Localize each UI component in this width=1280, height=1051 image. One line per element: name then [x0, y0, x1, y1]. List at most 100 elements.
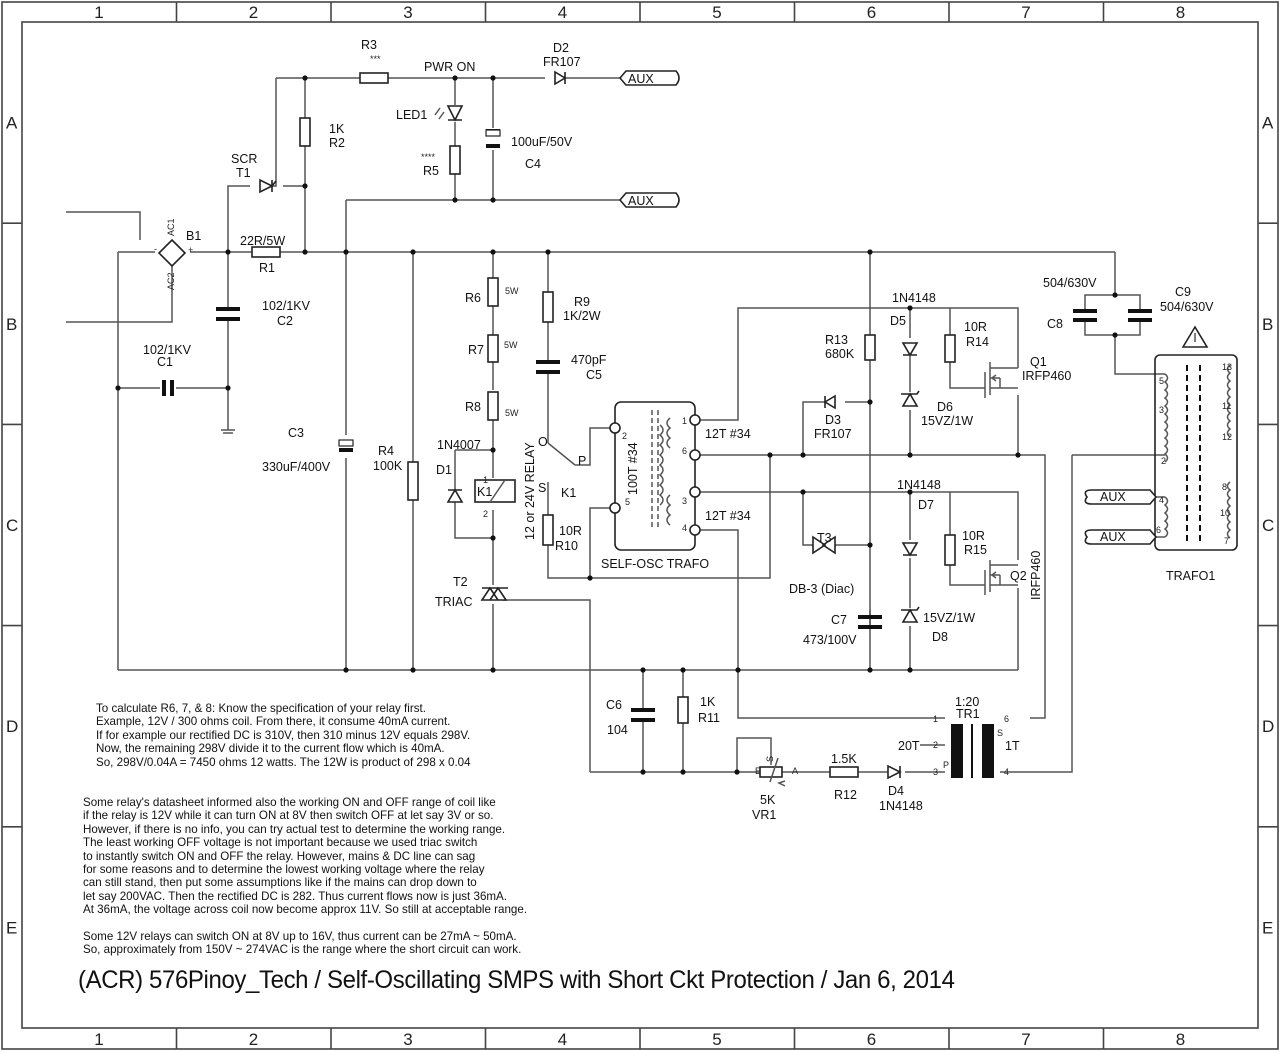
junction-dot — [767, 452, 773, 458]
pot-vr1 — [759, 766, 783, 778]
column-marker: 7 — [1021, 3, 1030, 22]
svg-text:***: *** — [370, 54, 381, 64]
svg-text:C1: C1 — [157, 355, 173, 369]
svg-text:R5: R5 — [423, 164, 439, 178]
svg-text:AC1: AC1 — [166, 218, 176, 236]
svg-text:5W: 5W — [505, 408, 519, 418]
svg-text:T3: T3 — [817, 531, 832, 545]
svg-text:15VZ/1W: 15VZ/1W — [923, 611, 975, 625]
svg-text:T1: T1 — [236, 166, 251, 180]
svg-text:15VZ/1W: 15VZ/1W — [921, 414, 973, 428]
zener-d6 — [901, 390, 920, 407]
drawing-title: (ACR) 576Pinoy_Tech / Self-Oscillating S… — [78, 966, 955, 994]
junction-dot — [302, 75, 308, 81]
svg-text:12T #34: 12T #34 — [705, 509, 751, 523]
mosfet-q1 — [984, 362, 1018, 398]
capacitor-c2 — [216, 307, 240, 321]
svg-text:C8: C8 — [1047, 317, 1063, 331]
svg-text:R13: R13 — [825, 333, 848, 347]
junction-dot — [115, 385, 121, 391]
svg-text:3: 3 — [1159, 405, 1164, 415]
svg-text:10R: 10R — [964, 320, 987, 334]
svg-text:1.5K: 1.5K — [831, 752, 857, 766]
resistor-r8 — [487, 391, 499, 421]
note-switch-range: Some 12V relays can switch ON at 8V up t… — [83, 930, 522, 957]
svg-text:12T #34: 12T #34 — [705, 427, 751, 441]
svg-text:R8: R8 — [465, 400, 481, 414]
junction-dot — [907, 305, 913, 311]
column-marker: 8 — [1176, 1030, 1185, 1049]
column-marker: 4 — [558, 1030, 567, 1049]
svg-text:4: 4 — [1004, 767, 1009, 777]
row-marker: B — [1262, 315, 1273, 334]
svg-text:7: 7 — [1224, 536, 1229, 546]
aux-connector-3: AUX — [1084, 489, 1158, 505]
svg-text:D3: D3 — [825, 413, 841, 427]
scr-t1 — [259, 178, 277, 194]
svg-text:AUX: AUX — [628, 194, 654, 208]
capacitor-c8 — [1073, 309, 1097, 322]
svg-text:5K: 5K — [760, 793, 776, 807]
svg-text:22R/5W: 22R/5W — [240, 234, 285, 248]
resistor-r4 — [407, 461, 419, 501]
diode-d7 — [901, 542, 919, 557]
svg-text:100uF/50V: 100uF/50V — [511, 135, 573, 149]
svg-text:1T: 1T — [1005, 739, 1020, 753]
svg-text:10R: 10R — [559, 524, 582, 538]
junction-dot — [545, 249, 551, 255]
svg-text:3: 3 — [682, 496, 687, 506]
svg-text:C2: C2 — [277, 314, 293, 328]
svg-text:R11: R11 — [698, 711, 720, 725]
junction-dot — [490, 447, 496, 453]
svg-text:D8: D8 — [932, 630, 948, 644]
svg-text:E: E — [755, 766, 761, 776]
svg-text:TRAFO1: TRAFO1 — [1166, 569, 1215, 583]
bridge-b1 — [157, 238, 187, 268]
svg-text:504/630V: 504/630V — [1160, 300, 1214, 314]
junction-dot — [735, 667, 741, 673]
junction-dot — [907, 489, 913, 495]
svg-text:473/100V: 473/100V — [803, 633, 857, 647]
relay-coil-k1 — [474, 479, 516, 503]
capacitor-c1 — [162, 380, 174, 396]
resistor-r6 — [487, 277, 499, 307]
svg-text:1: 1 — [933, 714, 938, 724]
svg-text:8: 8 — [1222, 482, 1227, 492]
svg-text:104: 104 — [607, 723, 628, 737]
svg-text:C6: C6 — [606, 698, 622, 712]
junction-dots — [115, 75, 1118, 775]
svg-text:2: 2 — [1161, 456, 1166, 466]
svg-text:AC2: AC2 — [166, 272, 176, 290]
svg-text:****: **** — [421, 152, 436, 162]
junction-dot — [867, 542, 873, 548]
note-resistor-calculation: To calculate R6, 7, & 8: Know the specif… — [96, 702, 471, 769]
svg-text:13: 13 — [1222, 362, 1232, 372]
junction-dot — [867, 249, 873, 255]
junction-dot — [907, 452, 913, 458]
svg-text:VR1: VR1 — [752, 808, 776, 822]
svg-text:PWR ON: PWR ON — [424, 60, 475, 74]
resistor-r1 — [251, 246, 281, 258]
selfosc-primary — [658, 424, 664, 506]
svg-text:R6: R6 — [465, 291, 481, 305]
svg-text:20T: 20T — [898, 739, 920, 753]
resistor-r7 — [487, 334, 499, 363]
svg-text:+: + — [188, 245, 193, 255]
resistor-r12 — [829, 766, 859, 778]
svg-text:4: 4 — [682, 523, 687, 533]
capacitor-c6 — [631, 708, 655, 722]
svg-text:P: P — [578, 454, 586, 468]
svg-text:2: 2 — [622, 431, 627, 441]
column-marker: 6 — [867, 1030, 876, 1049]
svg-text:R4: R4 — [378, 444, 394, 458]
svg-text:C9: C9 — [1175, 285, 1191, 299]
svg-text:R1: R1 — [259, 261, 275, 275]
junction-dot — [640, 769, 646, 775]
svg-text:1N4007: 1N4007 — [437, 438, 481, 452]
resistor-r10 — [542, 514, 554, 546]
junction-dot — [490, 535, 496, 541]
junction-dot — [867, 667, 873, 673]
svg-text:10R: 10R — [962, 529, 985, 543]
svg-text:10: 10 — [1220, 508, 1230, 518]
